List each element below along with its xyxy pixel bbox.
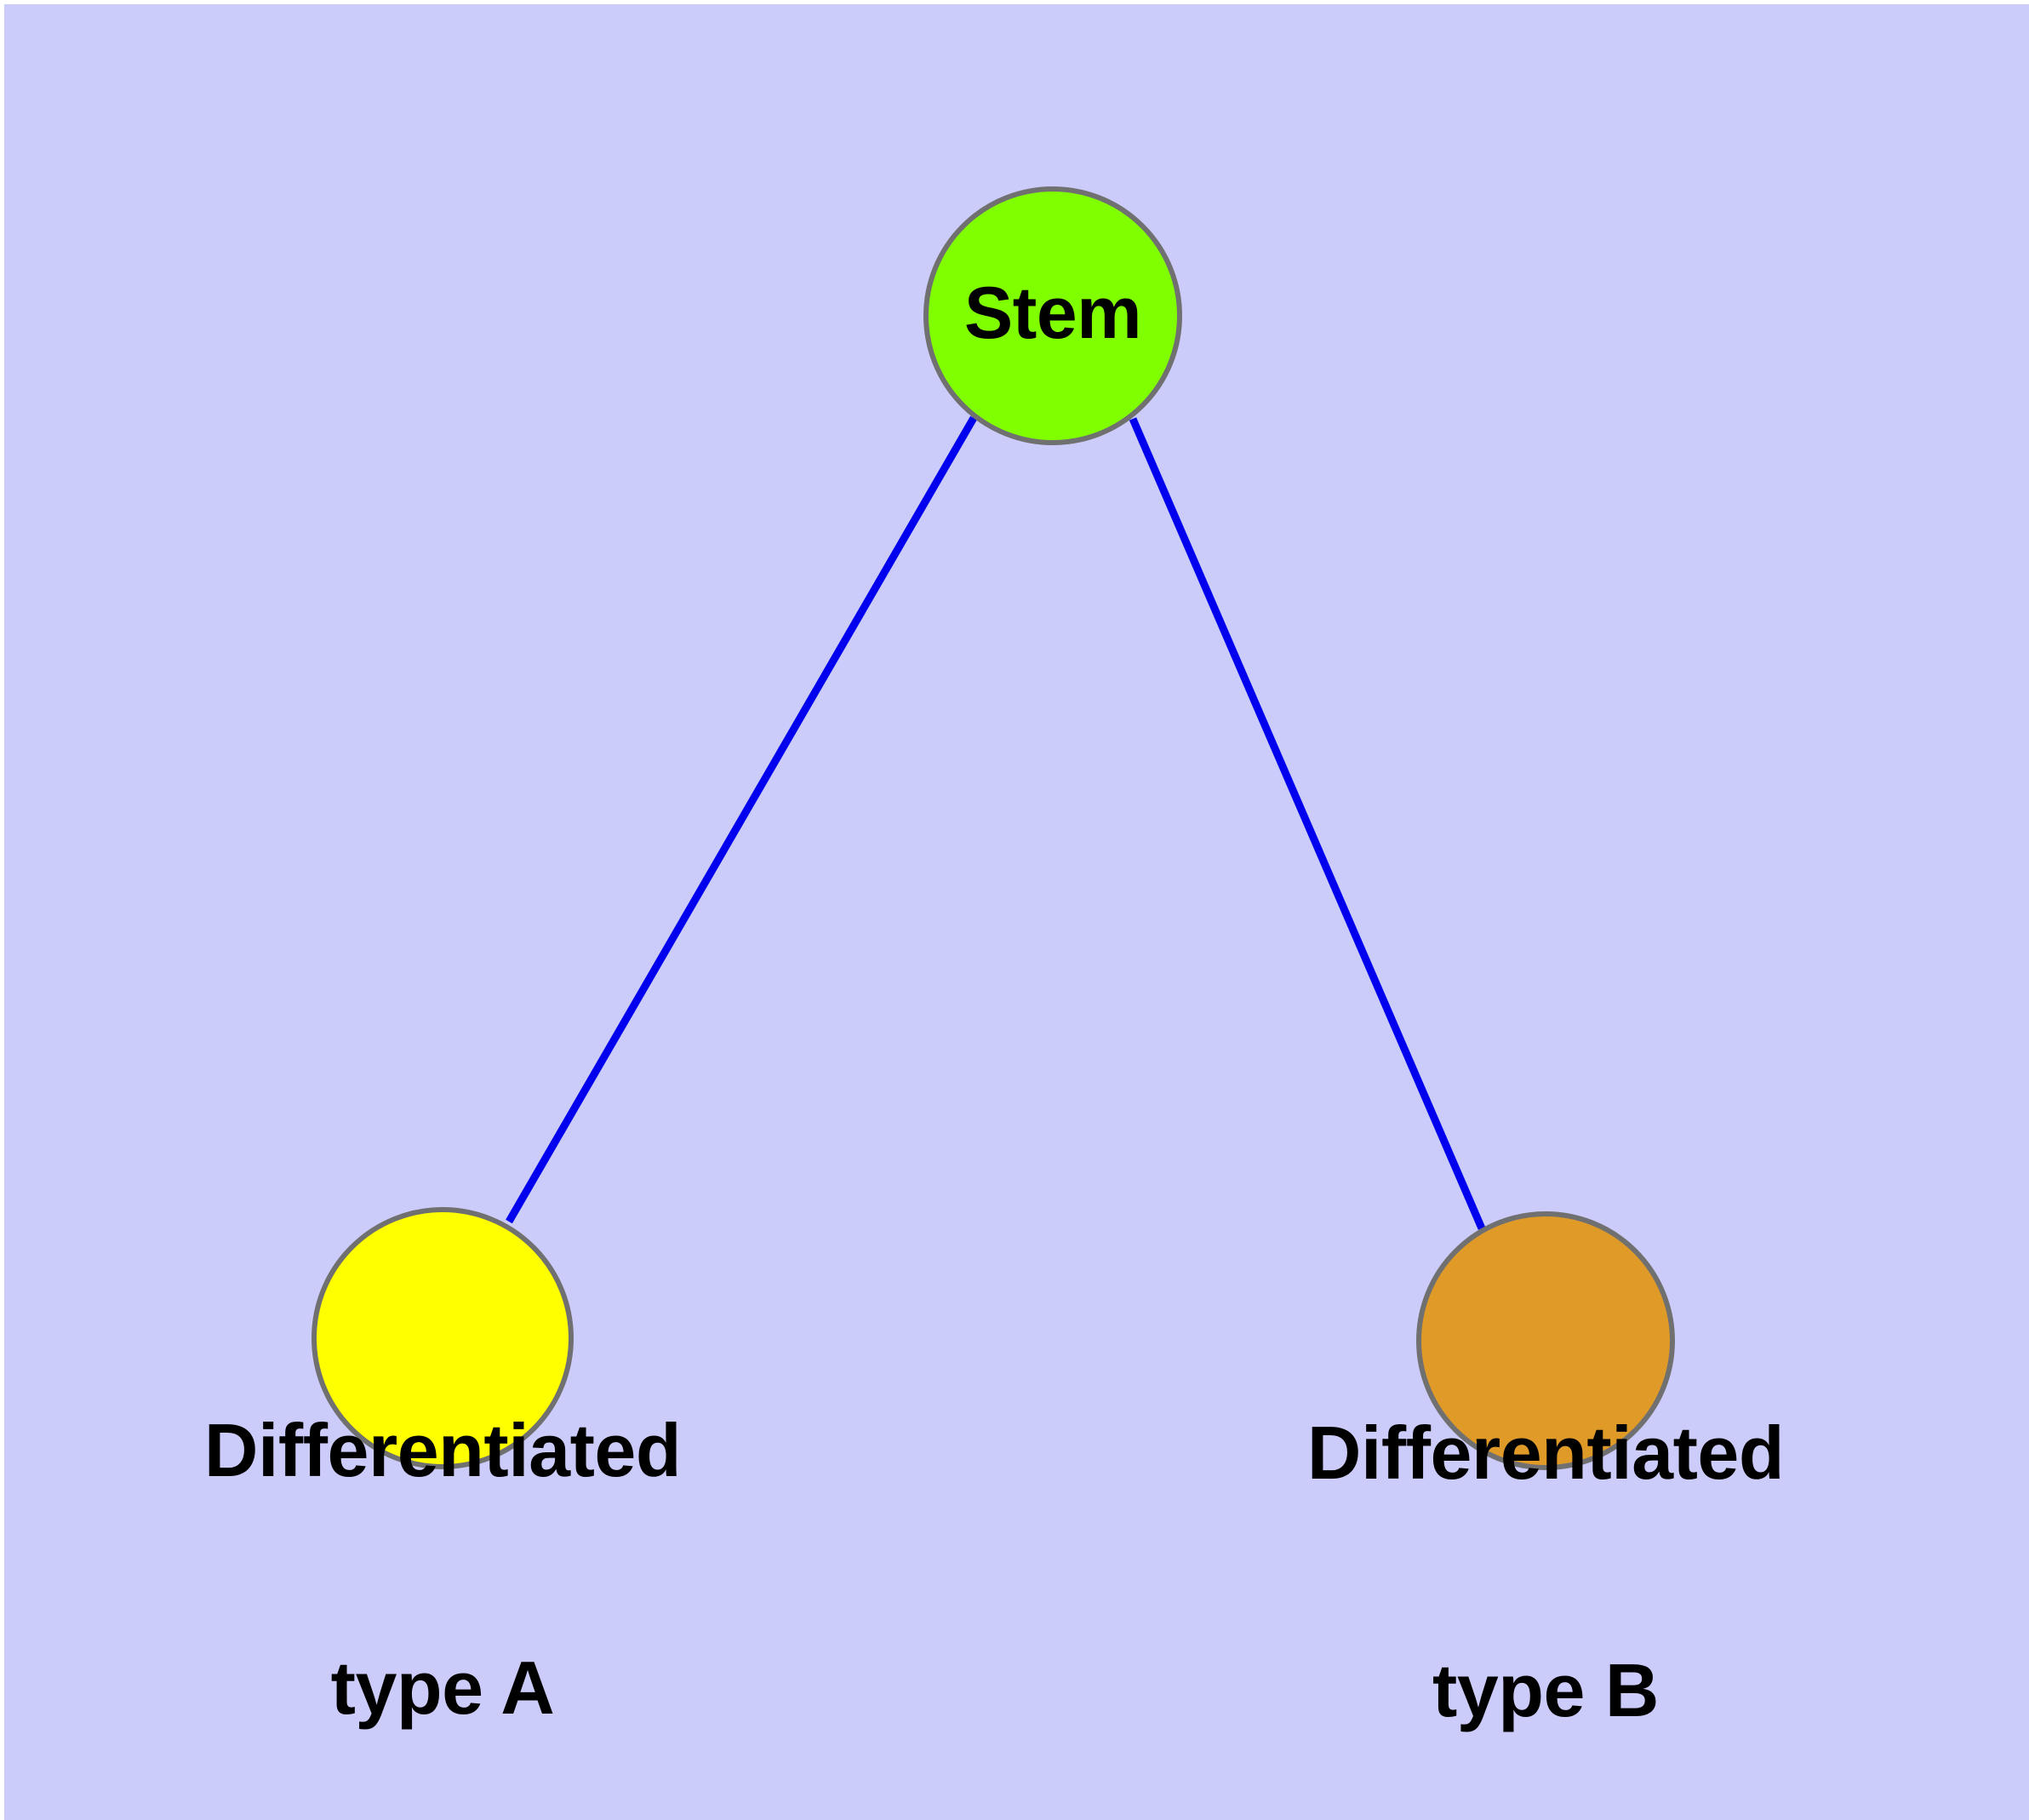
edge-layer: [506, 415, 1486, 1230]
node-differentiated-type-b[interactable]: [1416, 1211, 1675, 1470]
node-stem[interactable]: [923, 186, 1182, 445]
node-differentiated-type-a[interactable]: [311, 1207, 574, 1469]
edge-stem-to-differentiated-type-b[interactable]: [1129, 417, 1486, 1230]
node-layer: [311, 186, 1675, 1470]
edge-stem-to-differentiated-type-a[interactable]: [506, 415, 977, 1224]
